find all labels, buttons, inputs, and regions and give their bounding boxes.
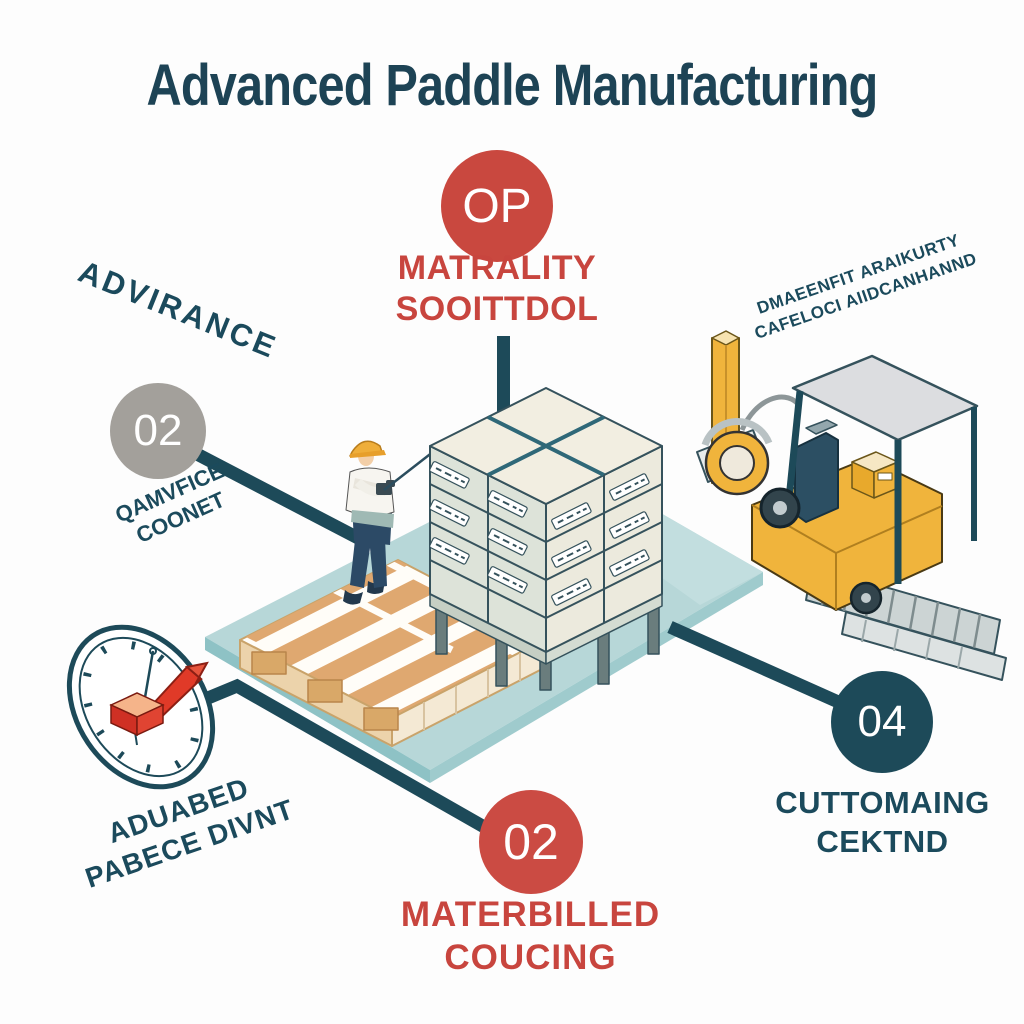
page-title: Advanced Paddle Manufacturing <box>146 53 879 118</box>
top-step-pointer-bar <box>497 336 510 416</box>
step-label-line2: SOOITTDOL <box>395 290 599 328</box>
step-label-material-coating: MATERBILLED COUCING <box>378 893 683 979</box>
step-badge-02-gray: 02 <box>110 383 206 479</box>
step-label-line2: CEKTND <box>816 824 949 859</box>
step-label-customizing: CUTTOMAING CEKTND <box>740 783 1024 861</box>
step-label-line1: MATERBILLED <box>400 895 661 934</box>
step-label-line2: COUCING <box>444 938 617 977</box>
worker-icon <box>343 440 395 605</box>
clock-gauge-icon <box>66 624 216 790</box>
step-badge-02-red: 02 <box>479 790 583 894</box>
forklift-icon <box>696 330 1007 681</box>
step-badge-04: 04 <box>831 671 933 773</box>
step-badge-op: OP <box>441 150 553 262</box>
step-label-line1: CUTTOMAING <box>775 785 990 820</box>
boxes-stack-icon <box>428 387 663 691</box>
step-label-material-sourcing: MATRALITY SOOITTDOL <box>337 248 657 330</box>
step-label-line1: MATRALITY <box>397 249 597 287</box>
